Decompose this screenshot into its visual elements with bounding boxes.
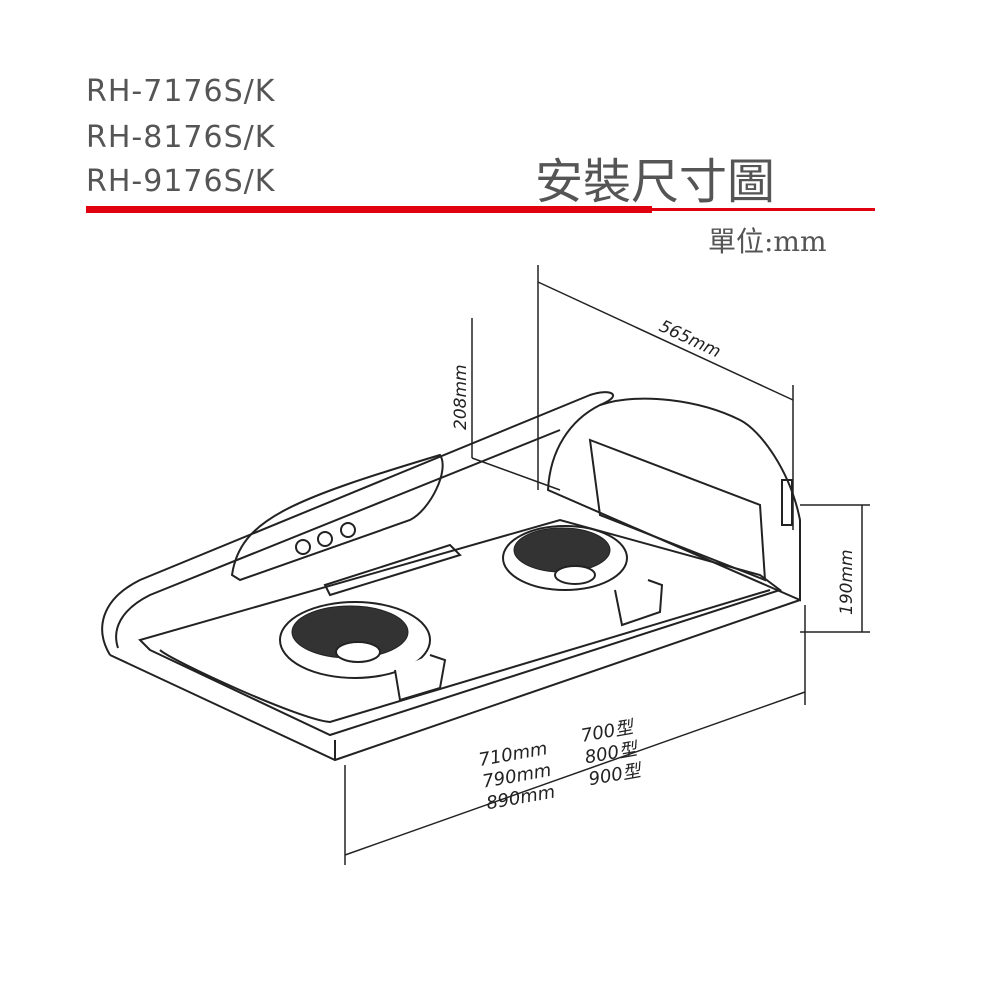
model-name: RH-9176S/K [86, 164, 276, 199]
unit-label: 單位:mm [708, 225, 827, 258]
side-height-dimension: 190mm [837, 549, 857, 615]
hood-outline [101, 391, 801, 762]
width-dimension-table: 710mm 790mm 890mm 700型 800型 900型 [477, 717, 644, 815]
title-underline [86, 206, 652, 213]
title-underline-thin [650, 208, 875, 211]
model-name: RH-7176S/K [86, 74, 276, 109]
back-height-dimension: 208mm [451, 364, 471, 430]
burner-left [279, 601, 447, 702]
depth-dimension: 565mm [656, 316, 724, 362]
model-name: RH-8176S/K [86, 120, 276, 155]
dimension-lines [344, 265, 870, 865]
diagram-title: 安裝尺寸圖 [535, 154, 776, 210]
burner-right [502, 525, 664, 627]
